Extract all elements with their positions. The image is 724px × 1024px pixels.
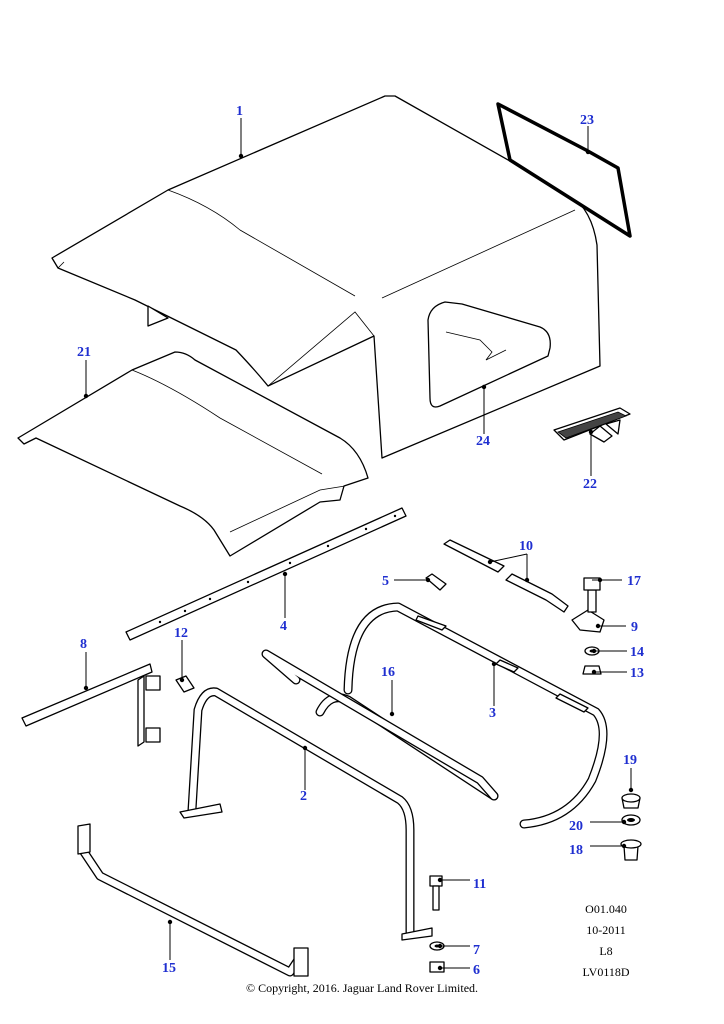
callout-22: 22 xyxy=(583,477,597,492)
callout-2: 2 xyxy=(300,789,307,804)
callout-24: 24 xyxy=(476,434,490,449)
callout-12: 12 xyxy=(174,626,188,641)
callout-18: 18 xyxy=(569,843,583,858)
callout-14: 14 xyxy=(630,645,644,660)
callout-11: 11 xyxy=(473,877,486,892)
callout-3: 3 xyxy=(489,706,496,721)
callout-6: 6 xyxy=(473,963,480,978)
spacer xyxy=(175,675,195,693)
callout-4: 4 xyxy=(280,619,287,634)
drawing-number: LV0118D xyxy=(582,965,630,979)
callout-16: 16 xyxy=(381,665,395,680)
callout-1: 1 xyxy=(236,104,243,119)
front-hoop xyxy=(179,687,433,941)
diagonal-brace xyxy=(261,649,499,801)
copyright-notice: © Copyright, 2016. Jaguar Land Rover Lim… xyxy=(245,981,479,995)
callout-23: 23 xyxy=(580,113,594,128)
bolt-set xyxy=(429,875,445,973)
callout-20: 20 xyxy=(569,819,583,834)
rear-hoop xyxy=(343,602,608,829)
callout-13: 13 xyxy=(630,666,644,681)
callout-5: 5 xyxy=(382,574,389,589)
seal-clip xyxy=(553,407,631,443)
callout-19: 19 xyxy=(623,753,637,768)
section-code: O01.040 xyxy=(585,902,627,916)
model-code: L8 xyxy=(599,944,613,958)
callout-7: 7 xyxy=(473,943,480,958)
side-rail xyxy=(125,507,407,641)
callout-10: 10 xyxy=(519,539,533,554)
callout-8: 8 xyxy=(80,637,87,652)
rear-window-glass xyxy=(496,102,632,238)
reference-block: O01.040 10-2011 L8 LV0118D xyxy=(546,899,666,983)
small-bracket xyxy=(425,573,447,591)
headlining-panel xyxy=(17,351,369,557)
lower-bar xyxy=(77,823,309,977)
callout-9: 9 xyxy=(631,620,638,635)
frame-bracket xyxy=(21,663,161,747)
leader-lines xyxy=(83,118,634,971)
callout-15: 15 xyxy=(162,961,176,976)
callout-labels: 1 23 21 24 22 10 5 17 4 9 12 8 14 16 13 … xyxy=(77,104,644,978)
grommet-set xyxy=(620,793,642,861)
revision-date: 10-2011 xyxy=(586,923,626,937)
strut-rods xyxy=(443,539,569,613)
hard-top-shell xyxy=(51,95,601,459)
callout-21: 21 xyxy=(77,345,91,360)
callout-17: 17 xyxy=(627,574,641,589)
